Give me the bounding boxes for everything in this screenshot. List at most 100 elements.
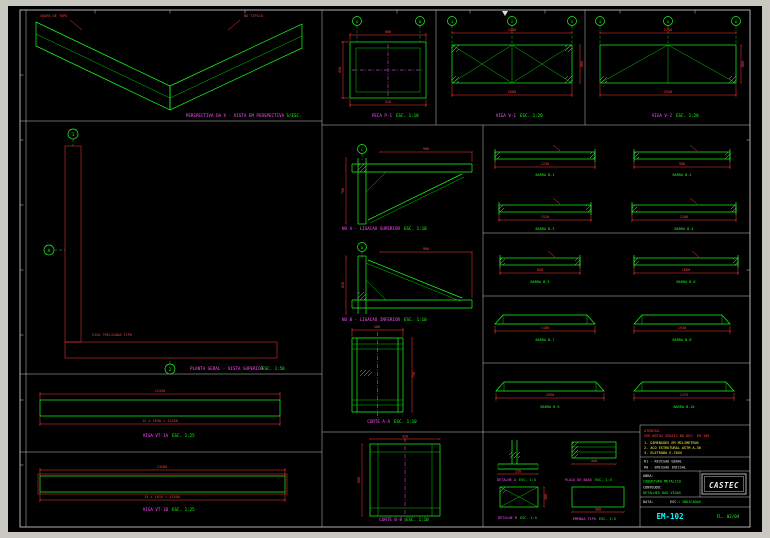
dim-label: 600 [580, 61, 584, 67]
bar-label: BARRA B-2 [673, 173, 692, 177]
dim-label: 250 [515, 470, 521, 474]
dim-label: 600 [385, 30, 391, 34]
view-caption: NO A - LIGACAO SUPERIOR [342, 226, 400, 231]
view-elev1: 12450 12 x 1038 = 12450 VIGA VT-1A ESC. … [39, 389, 281, 438]
bar-label: BARRA B-4 [675, 227, 694, 231]
bar-label: BARRA B-7 [536, 338, 555, 342]
view-plan: 1 A 2 VIGA TRELICADA TIPO PLANTA GERAL -… [43, 128, 285, 375]
view-scale: ESC. 1:10 [396, 113, 419, 118]
axis-mark: 5 [667, 20, 669, 24]
dim-label: 400 [374, 325, 380, 329]
axis-mark: 2 [511, 20, 513, 24]
note-line: ATENCAO: [644, 429, 661, 433]
view-scale: ESC. 1:10 [394, 419, 417, 424]
field-label: DATA: [643, 500, 654, 504]
dim-label: 13 x 1015 = 13200 [144, 495, 180, 499]
view-scale: ESC. 1:50 [262, 366, 285, 371]
dim-label: 300 [544, 494, 548, 500]
view-caption: DETALHE A [497, 478, 517, 482]
dim-label: 2050 [546, 393, 554, 397]
dim-label: 520 [385, 100, 391, 104]
zone-dividers [20, 10, 750, 527]
bar-label: BARRA B-10 [673, 405, 694, 409]
dim-label: 2400 [508, 28, 516, 32]
note-line: 2- ACO ESTRUTURAL ASTM A-36 [644, 446, 701, 450]
field-label: ESC.: [670, 500, 681, 504]
bar-label: BARRA B-1 [536, 173, 555, 177]
view-truss1: 1 2 3 2400 2600 600 VIGA V-1 ESC. 1:20 [447, 16, 584, 118]
bar-detail: 980 BARRA B-2 [633, 144, 731, 177]
axis-mark: 4 [599, 20, 601, 24]
bar-label: BARRA B-3 [536, 227, 555, 231]
axis-mark: 2 [169, 367, 172, 372]
leader-note: CHAPA DE TOPO [40, 14, 67, 18]
detail-b: 300 DETALHE B ESC. 1:5 [498, 486, 548, 520]
field-label: OBRA: [643, 474, 654, 478]
bar-detail: 1180 BARRA B-7 [494, 314, 596, 342]
bar-detail: 2100 BARRA B-4 [631, 197, 737, 231]
dim-label: 760 [341, 188, 345, 194]
view-scale: ESC. 1:25 [172, 507, 195, 512]
bar-label: BARRA B-5 [531, 280, 550, 284]
axis-mark: 1 [451, 20, 453, 24]
view-caption: CORTE B-B [379, 517, 402, 522]
dim-label: 400 [591, 459, 597, 463]
dim-label: 1250 [541, 162, 549, 166]
field-value: INDICADAS [682, 500, 701, 504]
dim-label: 680 [357, 477, 361, 483]
view-caption: EMENDA TIPO [573, 517, 596, 521]
dim-label: 13200 [157, 465, 168, 469]
dim-label: 600 [741, 61, 745, 67]
plan-note: VIGA TRELICADA TIPO [92, 333, 132, 337]
view-caption: VIGA VT-1A [143, 433, 169, 438]
view-scale: ESC. 1:25 [172, 433, 195, 438]
view-caption: PERSPECTIVA DA V - VISTA EM PERSPECTIVA [186, 113, 285, 118]
bar-detail: 840 BARRA B-5 [499, 250, 581, 284]
view-scale: ESC. 1:10 [406, 517, 429, 522]
dim-label: 500 [595, 508, 601, 512]
bar-detail: 1930 BARRA B-8 [633, 314, 731, 342]
view-caption: PECA P-1 [372, 113, 393, 118]
dim-label: 1520 [541, 215, 549, 219]
view-cut-b: 420 680 CORTE B-B ESC. 1:10 [357, 435, 441, 522]
view-scale: ESC. 1:5 [599, 517, 616, 521]
view-caption: VIGA VT-1B [143, 507, 169, 512]
north-marker-icon [502, 11, 508, 16]
bar-detail: 1660 BARRA B-6 [633, 250, 739, 284]
view-caption: CORTE A-A [367, 419, 390, 424]
view-elev2: 13200 13 x 1015 = 13200 VIGA VT-1B ESC. … [37, 465, 288, 512]
dim-label: 750 [412, 372, 416, 378]
dim-label: 2100 [680, 215, 688, 219]
axis-mark: B [419, 20, 421, 24]
view-caption: VIGA V-2 [652, 113, 673, 118]
view-caption: NO B - LIGACAO INFERIOR [342, 317, 400, 322]
view-cut-a: 400 750 CORTE A-A ESC. 1:10 [351, 325, 417, 424]
dim-label: 980 [423, 147, 429, 151]
dim-label: 1475 [680, 393, 688, 397]
view-truss2: 4 5 6 2750 2950 600 VIGA V-2 ESC. 1:20 [595, 16, 745, 118]
notes-block: ATENCAO: VER NOTAS GERAIS NO DES. EM-100… [644, 429, 709, 455]
dim-label: 12 x 1038 = 12450 [142, 419, 178, 423]
view-perspective: CHAPA DE TOPO NO TIPICO PERSPECTIVA DA V… [35, 14, 303, 118]
bar-detail: 1520 BARRA B-3 [498, 197, 592, 231]
view-scale: ESC. 1:20 [520, 113, 543, 118]
axis-mark: 6 [735, 20, 737, 24]
dim-label: 2600 [508, 90, 516, 94]
dim-label: 450 [338, 67, 342, 73]
dim-label: 2750 [664, 28, 672, 32]
field-value: COBERTURA METALICA [643, 480, 682, 484]
bar-label: BARRA B-8 [673, 338, 692, 342]
bar-detail: 2050 BARRA B-9 [495, 381, 605, 409]
drawing-number: EM-102 [656, 512, 683, 521]
dim-label: 1660 [682, 268, 690, 272]
axis-mark: A [356, 20, 359, 24]
bar-label: BARRA B-9 [541, 405, 560, 409]
note-line: 3- ELETRODO E-70XX [644, 451, 683, 455]
axis-mark: D [361, 246, 363, 250]
bar-detail: 1475 BARRA B-10 [633, 381, 735, 409]
axis-mark: A [48, 248, 51, 253]
field-value: DETALHES DAS VIGAS [643, 491, 681, 495]
company-logo: CASTEC [709, 481, 739, 490]
